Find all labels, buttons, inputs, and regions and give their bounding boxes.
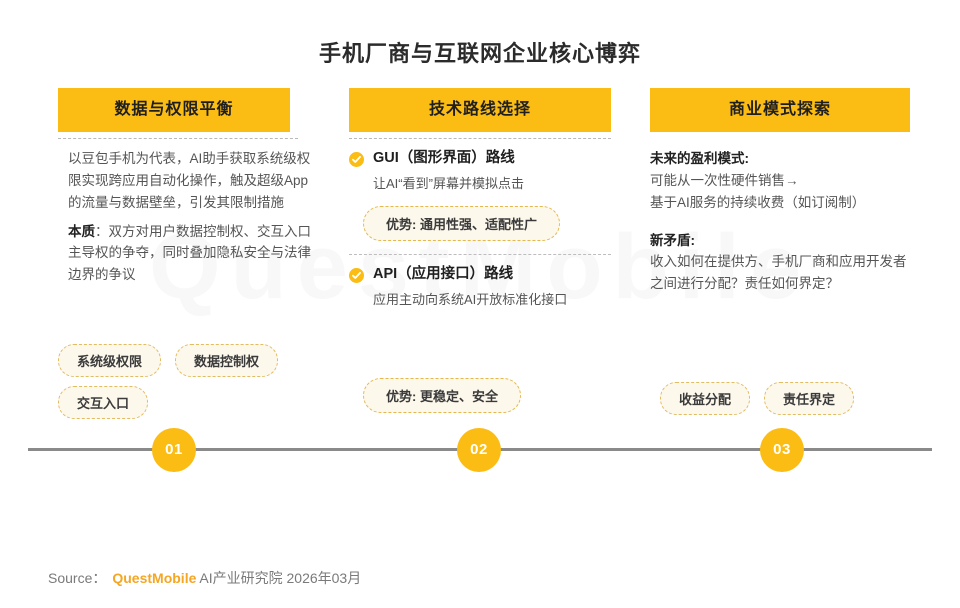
route-desc: 让AI“看到”屏幕并模拟点击 bbox=[373, 175, 524, 191]
route-item-gui: GUI（图形界面）路线 让AI“看到”屏幕并模拟点击 bbox=[349, 149, 611, 193]
check-circle-icon bbox=[349, 268, 364, 284]
block-new-conflict: 新矛盾: 收入如何在提供方、手机厂商和应用开发者之间进行分配？责任如何界定？ bbox=[650, 230, 912, 296]
paragraph-body: 双方对用户数据控制权、交互入口主导权的争夺，同时叠加隐私安全与法律边界的争议 bbox=[68, 223, 311, 283]
header-divider-2 bbox=[349, 138, 611, 139]
route-item-api: API（应用接口）路线 应用主动向系统AI开放标准化接口 bbox=[349, 265, 611, 309]
check-circle-icon bbox=[349, 152, 364, 167]
column-header-2: 技术路线选择 bbox=[349, 88, 611, 132]
tag-row-column-2: 优势: 更稳定、安全 bbox=[363, 378, 625, 413]
column-business-model-exploration: 商业模式探索 未来的盈利模式: 可能从一次性硬件销售→ 基于AI服务的持续收费（… bbox=[650, 88, 912, 295]
tag-row-column-3: 收益分配 责任界定 bbox=[660, 382, 922, 415]
timeline-node-02[interactable]: 02 bbox=[457, 428, 501, 472]
route-divider bbox=[349, 254, 611, 256]
route-title: API（应用接口）路线 bbox=[373, 266, 514, 283]
tag-pill[interactable]: 交互入口 bbox=[58, 386, 149, 419]
route-title: GUI（图形界面）路线 bbox=[373, 150, 515, 166]
source-suffix: AI产业研究院 2026年03月 bbox=[199, 570, 362, 586]
tag-pill[interactable]: 收益分配 bbox=[660, 382, 751, 415]
route-text-gui: GUI（图形界面）路线 让AI“看到”屏幕并模拟点击 bbox=[373, 149, 611, 193]
block-line: 收入如何在提供方、手机厂商和应用开发者之间进行分配？责任如何界定？ bbox=[650, 254, 907, 292]
page-title: 手机厂商与互联网企业核心博弈 bbox=[318, 41, 641, 66]
column-header-3: 商业模式探索 bbox=[650, 88, 910, 132]
column-tech-route-choice: 技术路线选择 GUI（图形界面）路线 让AI“看到”屏幕并模拟点击 优势: 通用… bbox=[349, 88, 611, 310]
column-body-1: 以豆包手机为代表，AI助手获取系统级权限实现跨应用自动化操作，触及超级App的流… bbox=[58, 148, 320, 286]
block-lead: 新矛盾: bbox=[650, 232, 695, 248]
tag-pill[interactable]: 系统级权限 bbox=[58, 344, 162, 377]
paragraph-lead: 本质 bbox=[68, 223, 95, 239]
route-desc: 应用主动向系统AI开放标准化接口 bbox=[373, 292, 568, 308]
paragraph: 以豆包手机为代表，AI助手获取系统级权限实现跨应用自动化操作，触及超级App的流… bbox=[68, 151, 311, 210]
column-header-1: 数据与权限平衡 bbox=[58, 88, 290, 132]
source-brand: QuestMobile bbox=[112, 570, 197, 586]
route-text-api: API（应用接口）路线 应用主动向系统AI开放标准化接口 bbox=[373, 265, 611, 309]
columns-container: 数据与权限平衡 以豆包手机为代表，AI助手获取系统级权限实现跨应用自动化操作，触… bbox=[0, 88, 960, 428]
advantage-pill-api: 优势: 更稳定、安全 bbox=[363, 378, 521, 413]
block-line: 基于AI服务的持续收费（如订阅制） bbox=[650, 194, 866, 210]
paragraph: 本质：双方对用户数据控制权、交互入口主导权的争夺，同时叠加隐私安全与法律边界的争… bbox=[68, 223, 311, 283]
tag-pill[interactable]: 责任界定 bbox=[764, 382, 855, 415]
block-lead: 未来的盈利模式: bbox=[650, 151, 749, 166]
timeline-node-03[interactable]: 03 bbox=[760, 428, 804, 472]
block-profit-model: 未来的盈利模式: 可能从一次性硬件销售→ 基于AI服务的持续收费（如订阅制） bbox=[650, 148, 912, 214]
column-data-permission-balance: 数据与权限平衡 以豆包手机为代表，AI助手获取系统级权限实现跨应用自动化操作，触… bbox=[58, 88, 320, 286]
source-label: Source： bbox=[48, 570, 107, 586]
tag-row-column-1: 系统级权限 数据控制权 交互入口 bbox=[58, 344, 320, 419]
advantage-pill-gui: 优势: 通用性强、适配性广 bbox=[363, 206, 560, 242]
column-body-3: 未来的盈利模式: 可能从一次性硬件销售→ 基于AI服务的持续收费（如订阅制） 新… bbox=[650, 148, 912, 295]
timeline-node-01[interactable]: 01 bbox=[152, 428, 196, 472]
header-divider-1 bbox=[58, 138, 298, 139]
block-line: 可能从一次性硬件销售→ bbox=[650, 172, 799, 188]
tag-pill[interactable]: 数据控制权 bbox=[175, 344, 279, 377]
